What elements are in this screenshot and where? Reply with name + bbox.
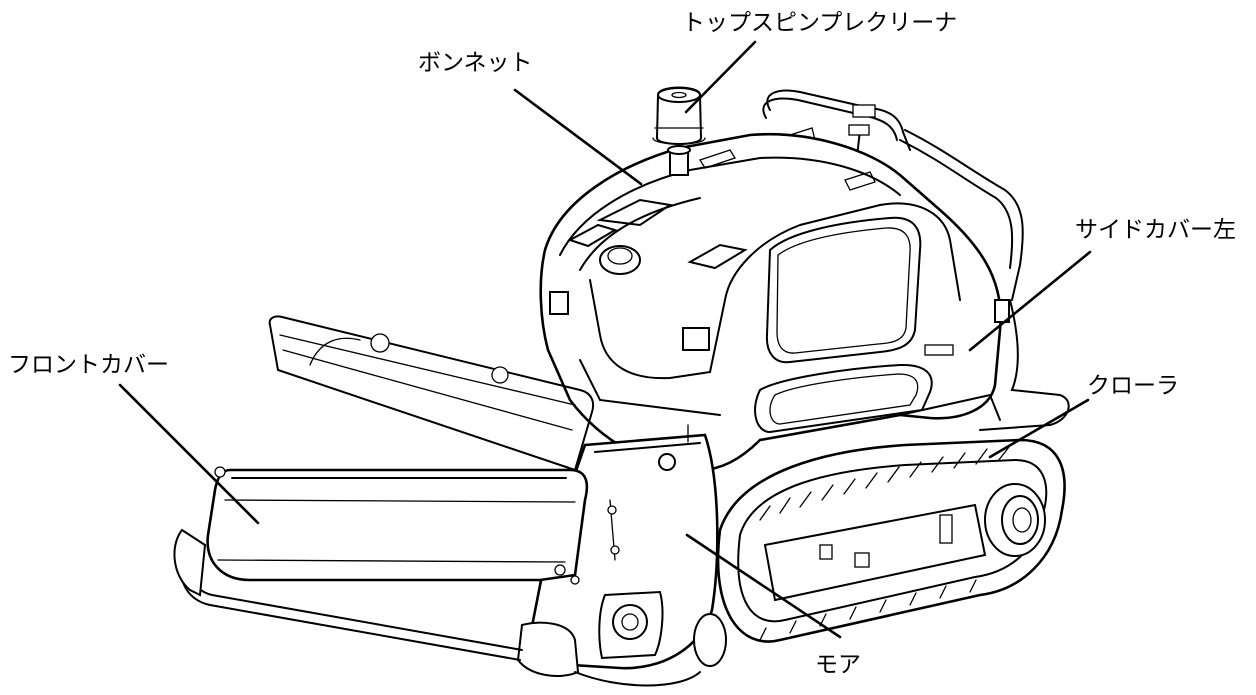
leader-crawler <box>988 398 1090 459</box>
leader-side-cover-left <box>968 250 1092 352</box>
label-bonnet: ボンネット <box>418 50 533 76</box>
label-side-cover-left: サイドカバー左 <box>1075 217 1236 243</box>
label-crawler: クローラ <box>1087 373 1179 399</box>
top-spin-pre-cleaner <box>652 86 706 176</box>
leader-lines <box>118 40 1092 639</box>
label-mower: モア <box>815 652 861 678</box>
leader-air-cleaner <box>684 40 757 114</box>
label-front-cover: フロントカバー <box>8 352 169 378</box>
leader-front-cover <box>118 383 260 525</box>
engine-body <box>539 132 1010 472</box>
leader-mower <box>685 533 842 639</box>
rear-handle-frame <box>762 89 1070 431</box>
leader-bonnet <box>513 88 643 186</box>
crawler-track <box>716 438 1066 643</box>
front-cover <box>173 315 595 661</box>
label-top-spin-pre-cleaner: トップスピンプレクリーナ <box>682 10 957 36</box>
